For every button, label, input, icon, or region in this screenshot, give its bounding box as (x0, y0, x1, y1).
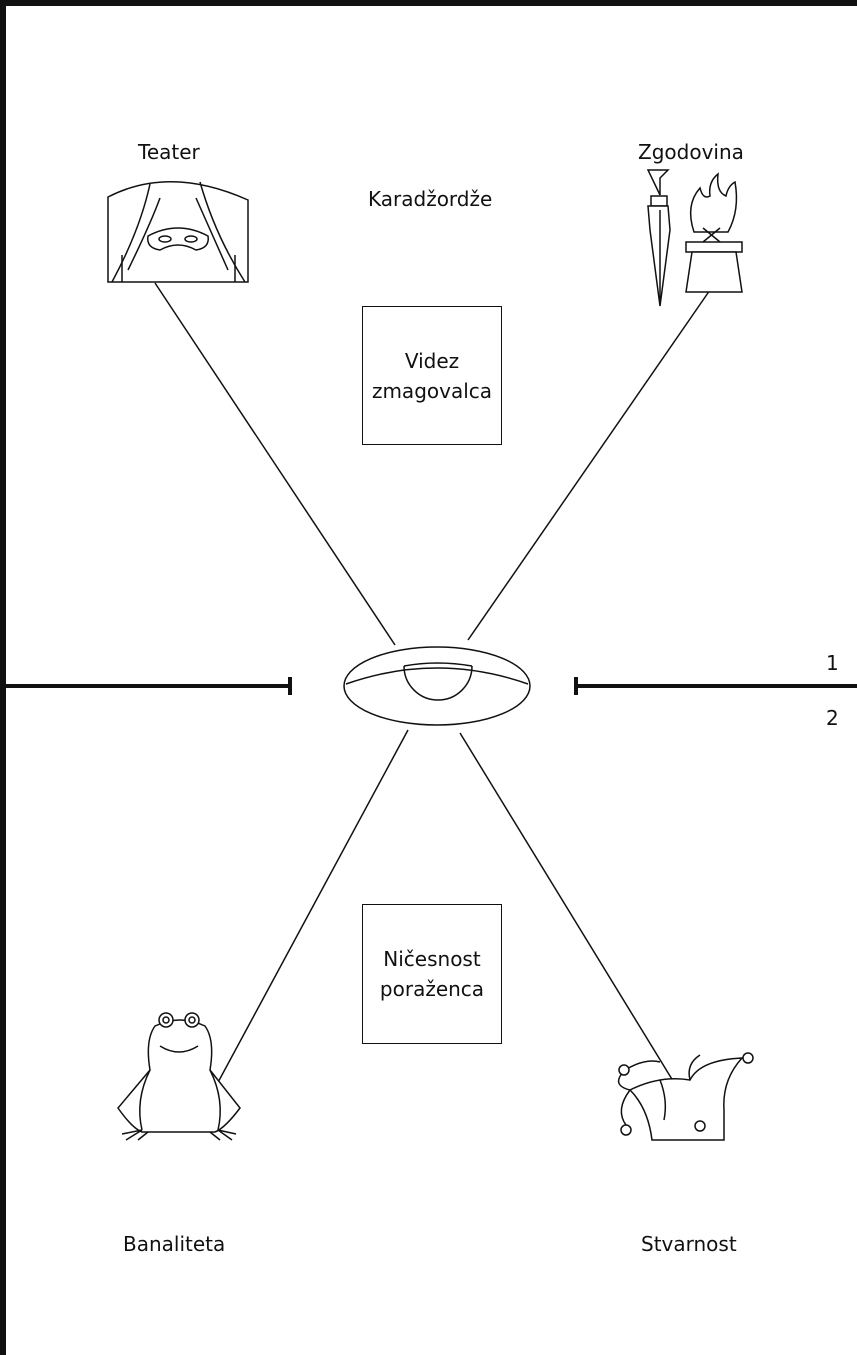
connector-teater (154, 282, 396, 646)
connector-zgodovina (467, 289, 711, 641)
dagger-and-flaming-brazier-icon (646, 169, 743, 307)
box-videz-zmagovalca: Videz zmagovalca (362, 306, 502, 445)
label-number-1: 1 (826, 651, 839, 675)
connector-stvarnost (459, 732, 701, 1126)
box-lower-line2: poraženca (379, 977, 485, 1001)
box-lower-line1: Ničesnost (383, 947, 481, 971)
label-banaliteta: Banaliteta (123, 1232, 226, 1256)
label-number-2: 2 (826, 706, 839, 730)
connector-lines (154, 282, 711, 1126)
horizontal-divider (0, 677, 857, 695)
label-stvarnost: Stvarnost (641, 1232, 737, 1256)
box-nicesnost-porazenca: Ničesnost poraženca (362, 904, 502, 1044)
label-karadzordze: Karadžordže (368, 187, 493, 211)
connector-banaliteta (194, 729, 409, 1126)
theater-curtain-mask-icon (107, 180, 249, 283)
box-upper-line1: Videz (404, 348, 460, 373)
box-upper-line2: zmagovalca (371, 378, 493, 403)
label-zgodovina: Zgodovina (638, 140, 744, 164)
label-teater: Teater (138, 140, 200, 164)
eye-icon (343, 646, 531, 726)
frog-icon (117, 1012, 241, 1141)
jester-hat-icon (617, 1052, 754, 1141)
